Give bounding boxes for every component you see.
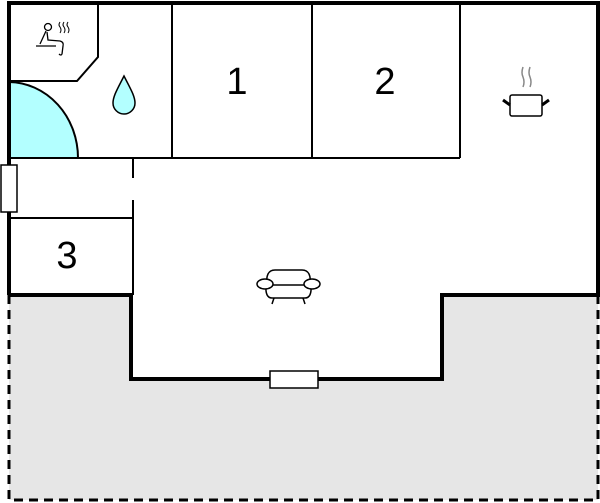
south-terrace-door[interactable]	[269, 370, 319, 389]
room-label-1: 1	[226, 61, 247, 103]
terrace-dashed-border	[7, 295, 600, 502]
west-entrance-door[interactable]	[0, 164, 18, 213]
exterior-wall	[7, 1, 600, 381]
house-floor	[9, 3, 598, 379]
sofa-icon[interactable]	[256, 269, 321, 305]
terrace-area	[9, 295, 598, 500]
room-label-3: 3	[56, 235, 77, 277]
sauna-wall	[9, 3, 99, 82]
sauna-icon	[36, 21, 70, 56]
room-label-2: 2	[374, 61, 395, 103]
water-drop-icon	[112, 74, 136, 115]
cooking-pot-icon	[502, 66, 550, 117]
shower-area	[8, 80, 80, 159]
